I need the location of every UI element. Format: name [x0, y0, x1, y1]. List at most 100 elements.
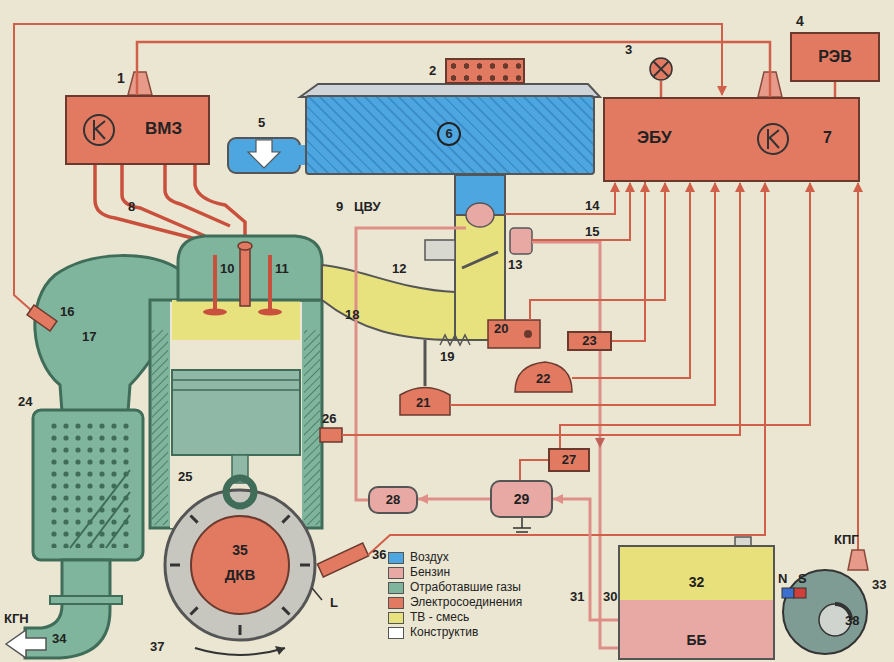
ht-lead — [165, 165, 230, 226]
callout-number: 15 — [585, 225, 599, 239]
callout-number: 34 — [52, 632, 66, 646]
fuel-filter: 28 — [368, 486, 418, 514]
legend-swatch — [388, 552, 404, 564]
callout-number: 10 — [220, 262, 234, 276]
crank-sensor-disc: 35ДКВ — [190, 515, 290, 615]
box-title: ЭБУ — [637, 129, 671, 148]
hall-sensor — [783, 570, 867, 654]
arrowhead — [553, 494, 563, 504]
piston-rings — [172, 380, 300, 390]
callout-number: 22 — [536, 372, 550, 386]
temperature-sensor — [515, 362, 572, 392]
valve-head — [203, 309, 227, 316]
callout-number: 7 — [823, 129, 832, 147]
connector-line — [612, 182, 645, 341]
connector — [137, 42, 770, 97]
connector — [835, 82, 836, 97]
ignition-module: 1ВМЗ — [65, 95, 210, 165]
piston — [172, 370, 300, 455]
sensor-stem — [424, 340, 427, 386]
callout-number: 17 — [82, 330, 96, 344]
wire-arrows — [610, 182, 863, 192]
part-abbreviation: ЦВУ — [354, 200, 380, 214]
air-filter: 6 — [305, 95, 595, 175]
legend-swatch — [388, 567, 404, 579]
flow-arrow — [595, 438, 605, 448]
connector-line — [553, 499, 618, 620]
legend-text: Электросоединения — [410, 596, 522, 609]
callout-number: 30 — [603, 590, 617, 604]
callout-number: 35 — [192, 543, 288, 558]
legend-swatch — [388, 582, 404, 594]
callout-number: 13 — [508, 258, 522, 272]
warning-lamp: 3 — [649, 57, 673, 81]
callout-number: 27 — [550, 453, 588, 467]
callout-number: 24 — [18, 395, 32, 409]
box-title: РЭВ — [792, 48, 878, 66]
valve-head — [258, 309, 282, 316]
part-abbreviation: N — [778, 572, 787, 586]
callout-number: 36 — [372, 548, 386, 562]
callout-number: 16 — [60, 305, 74, 319]
callout-number: 29 — [492, 492, 551, 507]
map-sensor — [400, 388, 450, 416]
intake-manifold — [322, 265, 455, 340]
callout-number: 38 — [845, 614, 859, 628]
legend-swatch — [388, 627, 404, 639]
heater-spring — [440, 335, 470, 345]
fuel-pump: 29 — [490, 480, 553, 518]
part-abbreviation: L — [330, 596, 338, 610]
switch-symbol — [755, 121, 791, 157]
legend-text: Конструктив — [410, 626, 478, 639]
callout-number: 6 — [437, 122, 461, 146]
lamp-bulb — [650, 58, 672, 80]
catalyst-lines — [70, 470, 130, 548]
sensor-wire — [530, 183, 665, 320]
symbol-ring — [758, 124, 788, 154]
callout-number: 8 — [128, 200, 135, 214]
box-title: ДКВ — [192, 567, 288, 584]
box-title: ВМЗ — [145, 120, 182, 139]
part-abbreviation: КГН — [4, 612, 29, 626]
callout-number: 25 — [178, 470, 192, 484]
connector-cone — [128, 72, 152, 95]
legend-swatch — [388, 612, 404, 624]
callout-number: 31 — [570, 590, 584, 604]
legend-text: Воздух — [410, 551, 449, 564]
connector-line — [137, 42, 770, 97]
callout-number: 5 — [258, 116, 265, 130]
throttle-sensor — [488, 320, 540, 348]
connector-cone — [848, 550, 868, 570]
connector — [553, 494, 618, 620]
sensor-wire — [342, 183, 740, 435]
callout-number: 26 — [322, 412, 336, 426]
legend-text: ТВ - смесь — [410, 611, 469, 624]
callout-number: 21 — [416, 396, 430, 410]
pipe-flange — [50, 596, 122, 604]
callout-number: 4 — [796, 14, 804, 29]
ground-symbol — [513, 518, 531, 532]
flywheel-teeth — [170, 516, 310, 636]
sensor-shaft — [524, 330, 532, 338]
fan-relay-box: 4РЭВ — [790, 32, 880, 82]
lambda-sensor — [27, 305, 57, 331]
symbol-lines — [94, 120, 105, 140]
callout-number: 33 — [872, 578, 886, 592]
air-inlet — [228, 138, 300, 173]
part-abbreviation: КПГ — [834, 533, 859, 547]
wire-arrow — [717, 86, 727, 96]
fuel-supply-line — [356, 228, 466, 500]
air-arrow — [248, 140, 280, 168]
legend-text: Отработавшие газы — [410, 581, 521, 594]
sensor-box: 23 — [567, 331, 612, 351]
callout-number: 11 — [275, 262, 289, 276]
ecu-box: ЭБУ 7 — [603, 97, 860, 182]
relay-wire — [560, 183, 810, 448]
callout-number: 28 — [370, 493, 416, 507]
combustion-chamber — [172, 300, 300, 340]
flywheel — [165, 490, 315, 640]
arrowhead — [640, 182, 650, 192]
sensor-wire — [450, 183, 715, 405]
